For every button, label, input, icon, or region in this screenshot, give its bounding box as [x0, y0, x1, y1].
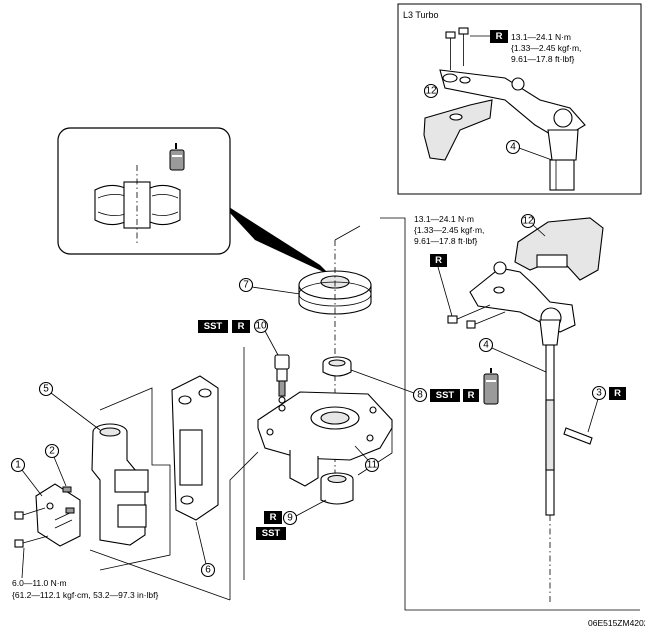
cover-11 — [257, 391, 393, 487]
figure-code: 06E515ZM4202 — [588, 618, 645, 628]
callout-7: 7 — [238, 277, 301, 295]
callout-4: 4 — [478, 337, 547, 373]
svg-text:2: 2 — [49, 446, 55, 457]
callout-12: 12 — [520, 213, 546, 237]
inset-torque-label: 13.1—24.1 N·m {1.33—2.45 kgf·m, 9.61—17.… — [511, 32, 581, 64]
svg-text:1: 1 — [15, 460, 21, 471]
svg-text:13.1—24.1 N·m: 13.1—24.1 N·m — [414, 214, 474, 224]
svg-text:6.0—11.0 N·m: 6.0—11.0 N·m — [12, 578, 67, 588]
svg-text:13.1—24.1 N·m: 13.1—24.1 N·m — [511, 32, 571, 42]
shift-fork-5 — [91, 423, 149, 546]
pin-3 — [563, 427, 593, 445]
svg-text:{1.33—2.45 kgf·m,: {1.33—2.45 kgf·m, — [511, 43, 581, 53]
svg-text:5: 5 — [43, 384, 49, 395]
svg-text:SST: SST — [204, 321, 223, 332]
svg-text:SST: SST — [262, 528, 281, 539]
svg-text:{61.2—112.1 kgf·cm, 53.2—97.3: {61.2—112.1 kgf·cm, 53.2—97.3 in·lbf} — [12, 590, 158, 600]
tags-bushing-9: R SST — [256, 511, 286, 540]
callout-8: 8 — [350, 369, 428, 403]
tags-pin-10: SST R — [198, 320, 250, 333]
seal-8 — [322, 356, 352, 377]
callout-6: 6 — [195, 521, 216, 578]
callout-11: 11 — [354, 445, 380, 473]
detail-grease-tube — [169, 143, 185, 171]
detail-pointer-wedge — [218, 200, 330, 275]
svg-text:R: R — [496, 31, 503, 42]
inset-callout-12: 12 — [423, 83, 439, 99]
inset-bolts — [445, 27, 490, 70]
svg-text:R: R — [435, 255, 442, 266]
svg-text:R: R — [468, 390, 475, 401]
svg-text:3: 3 — [596, 388, 602, 399]
callout-10: 10 — [253, 318, 279, 356]
svg-text:12: 12 — [425, 86, 437, 97]
svg-text:6: 6 — [205, 565, 211, 576]
svg-text:9: 9 — [287, 513, 293, 524]
svg-text:R: R — [238, 321, 245, 332]
callout-3: 3 — [587, 385, 607, 433]
svg-text:10: 10 — [255, 321, 267, 332]
bottom-torque-label: 6.0—11.0 N·m {61.2—112.1 kgf·cm, 53.2—97… — [12, 547, 158, 600]
pin-10 — [274, 354, 290, 404]
inset-title: L3 Turbo — [403, 10, 439, 20]
svg-text:11: 11 — [367, 460, 378, 471]
bolts-1-2 — [14, 486, 75, 548]
shim-6 — [171, 375, 219, 521]
svg-text:R: R — [270, 512, 277, 523]
svg-text:7: 7 — [243, 280, 249, 291]
bushing-9 — [320, 472, 354, 505]
inset-shaft-4 — [547, 129, 579, 191]
svg-text:9.61—17.8 ft·lbf}: 9.61—17.8 ft·lbf} — [511, 54, 574, 64]
callout-1: 1 — [10, 457, 43, 497]
callout-9: 9 — [282, 499, 327, 526]
callout-2: 2 — [44, 443, 67, 487]
bracket-1 — [35, 483, 81, 547]
svg-text:8: 8 — [417, 390, 423, 401]
callout-5: 5 — [38, 381, 101, 431]
svg-text:12: 12 — [522, 216, 534, 227]
tags-seal-8: SST R — [430, 368, 499, 405]
tag-pin-3: R — [609, 387, 626, 400]
lever-12-main — [514, 217, 604, 281]
svg-text:9.61—17.8 ft·lbf}: 9.61—17.8 ft·lbf} — [414, 236, 477, 246]
detail-bushing-section — [94, 165, 181, 245]
main-bolts — [447, 304, 506, 329]
svg-text:SST: SST — [436, 390, 455, 401]
svg-text:{1.33—2.45 kgf·m,: {1.33—2.45 kgf·m, — [414, 225, 484, 235]
right-section-frame — [380, 217, 640, 611]
svg-text:4: 4 — [483, 340, 489, 351]
tag-main-bolts: R — [430, 254, 453, 317]
svg-text:R: R — [614, 388, 621, 399]
inset-callout-4: 4 — [505, 139, 553, 161]
inset-replace-tag: R — [490, 30, 508, 43]
shift-rod-4 — [539, 319, 561, 605]
inset-lever-12 — [423, 99, 493, 161]
fork-outline — [99, 387, 171, 571]
main-torque-label: 13.1—24.1 N·m {1.33—2.45 kgf·m, 9.61—17.… — [414, 214, 484, 246]
svg-text:4: 4 — [510, 142, 516, 153]
